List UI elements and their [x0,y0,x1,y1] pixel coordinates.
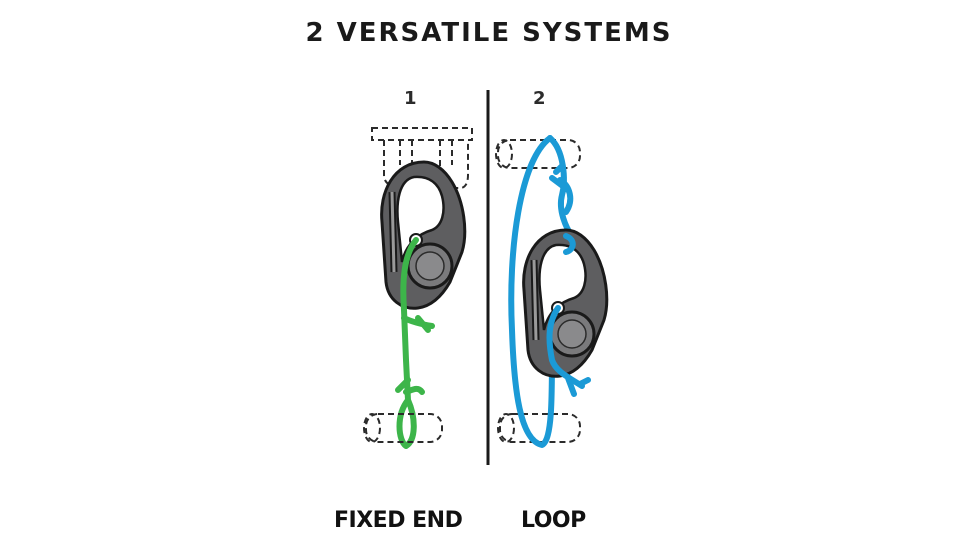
clip-1 [382,162,465,308]
system-1-number: 1 [404,88,417,109]
anchor-top-2 [495,139,581,169]
anchor-bottom-1 [363,413,443,443]
anchor-bottom-2 [497,413,581,443]
anchor-bracket-top [371,127,473,189]
caption-fixed-end: FIXED END [334,508,463,533]
system-2-number: 2 [533,88,546,109]
caption-loop: LOOP [521,508,586,533]
page-title: 2 VERSATILE SYSTEMS [305,18,673,48]
blue-cord-loop [508,135,575,448]
blue-cord-end [546,233,591,397]
green-cord [395,237,435,449]
